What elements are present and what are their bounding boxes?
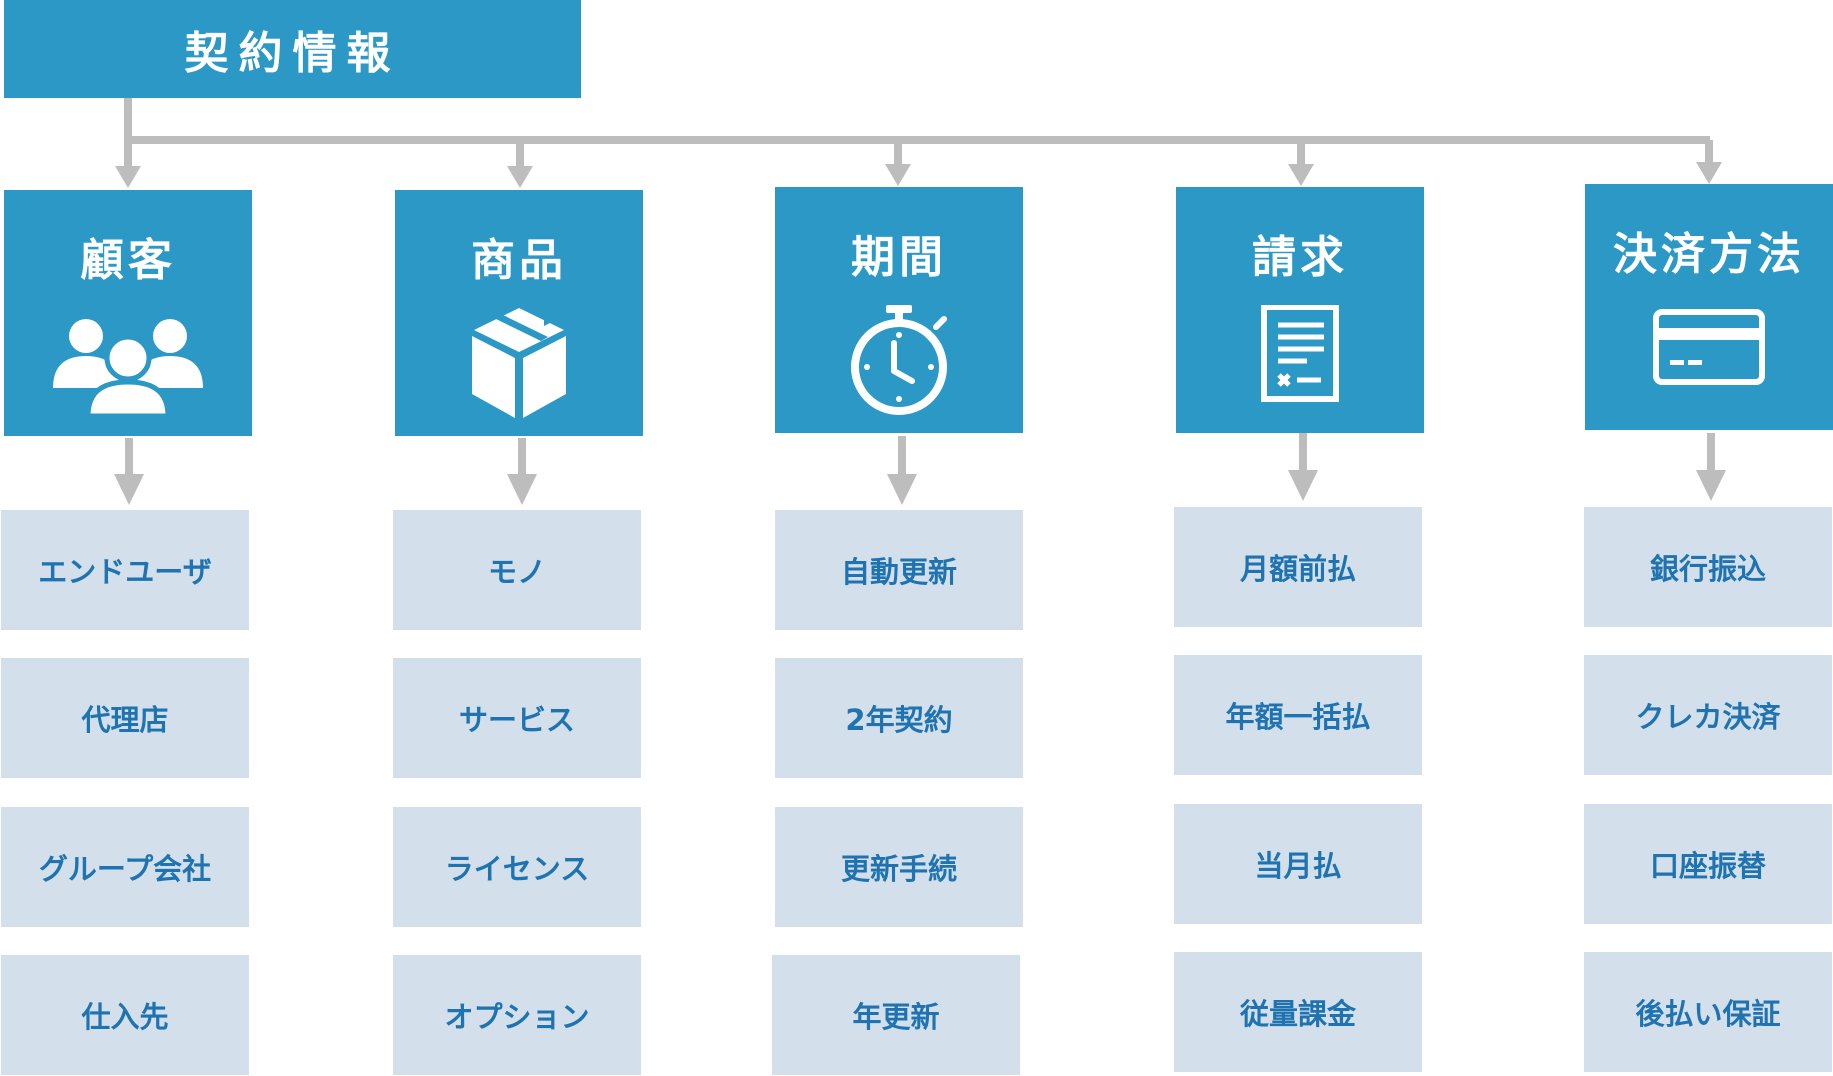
item-payment-bank-transfer: 銀行振込 bbox=[1584, 507, 1832, 627]
item-period-auto-renew: 自動更新 bbox=[775, 510, 1023, 630]
item-period-annual-renewal: 年更新 bbox=[772, 955, 1020, 1075]
item-customer-group-company: グループ会社 bbox=[1, 807, 249, 927]
item-payment-direct-debit: 口座振替 bbox=[1584, 804, 1832, 924]
category-product: 商品 bbox=[395, 190, 643, 436]
category-billing-title: 請求 bbox=[1252, 232, 1348, 283]
item-customer-end-user: エンドユーザ bbox=[1, 510, 249, 630]
category-customer: 顧客 bbox=[4, 190, 252, 436]
item-product-goods: モノ bbox=[393, 510, 641, 630]
category-payment-method-title: 決済方法 bbox=[1613, 229, 1805, 280]
item-billing-usage-based: 従量課金 bbox=[1174, 952, 1422, 1072]
category-period: 期間 bbox=[775, 187, 1023, 433]
item-payment-deferred-guarantee: 後払い保証 bbox=[1584, 952, 1832, 1072]
item-period-two-year: 2年契約 bbox=[775, 658, 1023, 778]
item-period-renewal-procedure: 更新手続 bbox=[775, 807, 1023, 927]
box-icon bbox=[472, 308, 566, 418]
item-customer-supplier: 仕入先 bbox=[1, 955, 249, 1075]
category-payment-method: 決済方法 bbox=[1585, 184, 1833, 430]
root-contract-info: 契約情報 bbox=[4, 0, 581, 98]
category-period-title: 期間 bbox=[851, 232, 947, 283]
category-product-title: 商品 bbox=[471, 235, 567, 286]
item-billing-annual-lump-sum: 年額一括払 bbox=[1174, 655, 1422, 775]
stopwatch-icon bbox=[851, 305, 947, 415]
credit-card-icon bbox=[1653, 309, 1765, 385]
category-customer-title: 顧客 bbox=[80, 235, 176, 286]
item-product-license: ライセンス bbox=[393, 807, 641, 927]
item-payment-credit-card: クレカ決済 bbox=[1584, 655, 1832, 775]
item-product-service: サービス bbox=[393, 658, 641, 778]
category-billing: 請求 bbox=[1176, 187, 1424, 433]
users-icon bbox=[53, 319, 203, 418]
item-billing-monthly-prepay: 月額前払 bbox=[1174, 507, 1422, 627]
invoice-icon bbox=[1261, 305, 1339, 402]
item-customer-agency: 代理店 bbox=[1, 658, 249, 778]
item-product-option: オプション bbox=[393, 955, 641, 1075]
item-billing-current-month: 当月払 bbox=[1174, 804, 1422, 924]
